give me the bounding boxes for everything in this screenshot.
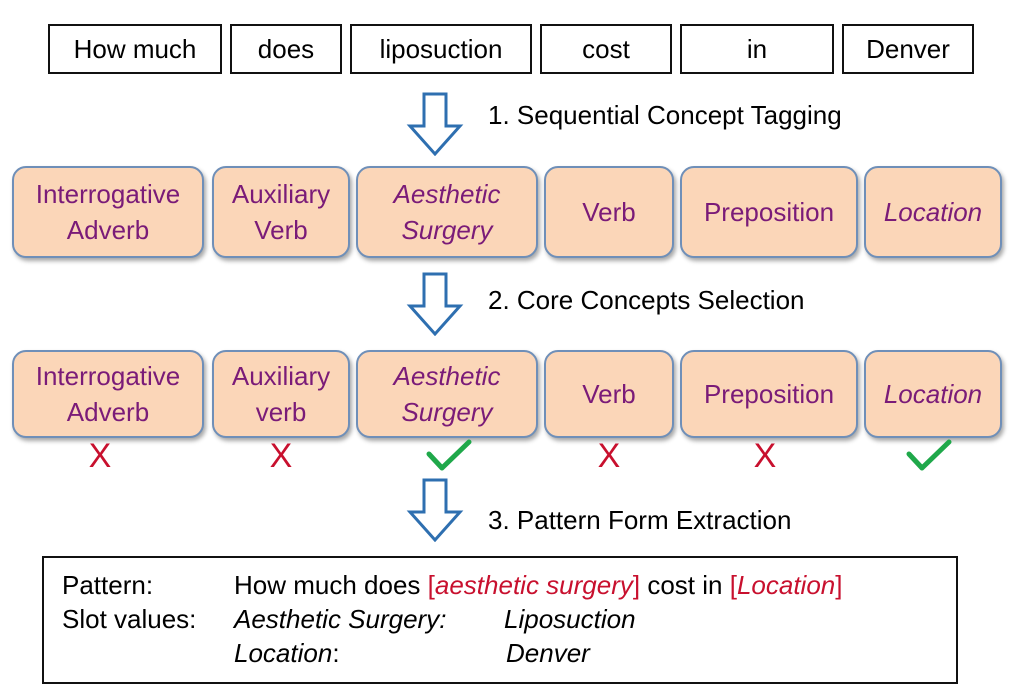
pattern-prefix: How much does: [234, 570, 428, 600]
concept-location: Location: [864, 350, 1002, 438]
slot-bracket: [: [729, 570, 737, 600]
slot-values-label: Slot values:: [62, 604, 197, 634]
concept-line: Verb: [254, 215, 308, 245]
concept-line: Verb: [582, 379, 636, 409]
concept-line: Surgery: [401, 215, 493, 245]
word-in: in: [680, 24, 834, 74]
concept-line: Aesthetic: [393, 179, 501, 209]
concept-preposition: Preposition: [680, 350, 858, 438]
concept-line: Adverb: [66, 397, 150, 427]
word-does: does: [230, 24, 342, 74]
concept-line: Location: [883, 197, 983, 227]
slot-aesthetic-surgery: aesthetic surgery: [434, 570, 633, 600]
concept-line: Verb: [582, 197, 636, 227]
x-mark: X: [597, 436, 621, 475]
check-icon: [426, 439, 472, 471]
x-mark: X: [753, 436, 777, 475]
slot-bracket: [: [427, 570, 435, 600]
down-arrow-icon: [406, 92, 464, 156]
down-arrow-icon: [406, 478, 464, 542]
step-label-tagging: 1. Sequential Concept Tagging: [488, 100, 842, 130]
pattern-text: How much does [aesthetic surgery] cost i…: [234, 570, 842, 601]
concept-preposition: Preposition: [680, 166, 858, 258]
step-label-extraction: 3. Pattern Form Extraction: [488, 505, 792, 535]
slot-value: Denver: [506, 638, 590, 668]
concept-line: Preposition: [703, 197, 835, 227]
rejected-mark: X: [584, 436, 634, 475]
word-how-much: How much: [48, 24, 222, 74]
concept-line: Auxiliary: [231, 361, 331, 391]
x-mark: X: [88, 436, 112, 475]
concept-line: Location: [883, 379, 983, 409]
slot-bracket: ]: [632, 570, 641, 600]
down-arrow-icon: [406, 272, 464, 336]
concept-line: Surgery: [401, 397, 493, 427]
slot-name-colon: :: [332, 638, 340, 668]
pattern-result-box: Pattern: How much does [aesthetic surger…: [42, 556, 958, 684]
pattern-label: Pattern:: [62, 570, 154, 600]
slot-name: Aesthetic Surgery:: [234, 604, 447, 634]
concept-location: Location: [864, 166, 1002, 258]
slot-value: Liposuction: [504, 604, 636, 634]
slot-name: Location:: [234, 638, 340, 669]
concept-line: Preposition: [703, 379, 835, 409]
word-denver: Denver: [842, 24, 974, 74]
check-icon: [424, 438, 474, 474]
slot-name-text: Location: [234, 638, 333, 668]
rejected-mark: X: [75, 436, 125, 475]
concept-line: verb: [255, 397, 307, 427]
x-mark: X: [269, 436, 293, 475]
word-cost: cost: [540, 24, 672, 74]
check-icon: [904, 438, 954, 474]
concept-line: Interrogative: [35, 179, 181, 209]
pattern-mid: cost in: [640, 570, 730, 600]
concept-line: Aesthetic: [393, 361, 501, 391]
concept-auxiliary-verb: Auxiliary verb: [212, 350, 350, 438]
slot-bracket: ]: [835, 570, 843, 600]
rejected-mark: X: [256, 436, 306, 475]
concept-verb: Verb: [544, 166, 674, 258]
slot-location: Location: [736, 570, 836, 600]
rejected-mark: X: [740, 436, 790, 475]
concept-line: Interrogative: [35, 361, 181, 391]
concept-verb: Verb: [544, 350, 674, 438]
check-icon: [906, 439, 952, 471]
word-liposuction: liposuction: [350, 24, 532, 74]
concept-line: Auxiliary: [231, 179, 331, 209]
concept-line: Adverb: [66, 215, 150, 245]
step-label-selection: 2. Core Concepts Selection: [488, 285, 805, 315]
